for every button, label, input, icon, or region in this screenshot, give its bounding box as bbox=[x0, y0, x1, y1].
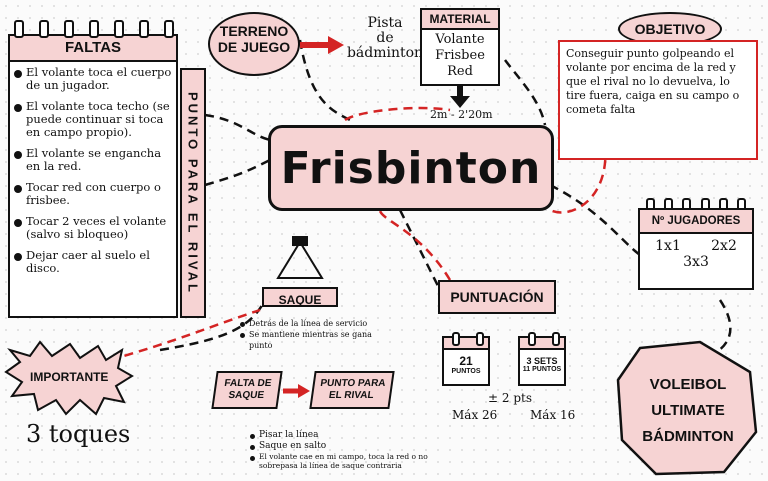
material-box: MATERIAL Volante Frisbee Red bbox=[420, 8, 500, 86]
bullet bbox=[14, 70, 22, 78]
puntuacion-title: PUNTUACIÓN bbox=[450, 289, 544, 305]
saque-item: Se mantiene mientras se gana punto bbox=[249, 330, 372, 350]
cal2-unit: 11 PUNTOS bbox=[522, 366, 562, 373]
falta-item: El volante toca techo (se puede continua… bbox=[26, 99, 170, 139]
terreno-oval: TERRENO DE JUEGO bbox=[208, 12, 300, 76]
bullet bbox=[250, 434, 255, 439]
falta-item: El volante se engancha en la red. bbox=[26, 146, 162, 173]
terreno-title: TERRENO bbox=[219, 23, 289, 39]
falta-item: El volante toca el cuerpo de un jugador. bbox=[26, 65, 172, 92]
saque-title: SAQUE bbox=[278, 293, 322, 307]
bullet bbox=[14, 185, 22, 193]
importante-value: 3 toques bbox=[26, 420, 131, 448]
saque-list: Detrás de la línea de servicio Se mantie… bbox=[240, 318, 390, 351]
falta-saque-item: Pisar la línea bbox=[259, 430, 319, 440]
terreno-value-line: Pista bbox=[367, 15, 403, 31]
bullet bbox=[240, 322, 245, 327]
bullet bbox=[14, 253, 22, 261]
falta-item: Tocar 2 veces el volante (salvo si bloqu… bbox=[26, 214, 167, 241]
puntuacion-max-2: Máx 16 bbox=[530, 408, 576, 422]
jugadores-rings bbox=[646, 198, 746, 214]
falta-item: Tocar red con cuerpo o frisbee. bbox=[26, 180, 161, 207]
punto-rival-text: PUNTO PARA EL RIVAL bbox=[185, 91, 201, 295]
terreno-value: Pista de bádminton bbox=[345, 16, 425, 61]
bullet bbox=[250, 445, 255, 450]
terreno-title: DE JUEGO bbox=[217, 39, 291, 55]
bullet bbox=[250, 456, 255, 461]
jugadores-box: Nº JUGADORES 1x1 2x2 3x3 bbox=[638, 208, 754, 290]
deportes-list: VOLEIBOL ULTIMATE BÁDMINTON bbox=[626, 372, 750, 450]
material-item: Red bbox=[447, 64, 473, 79]
material-title: MATERIAL bbox=[422, 10, 498, 30]
saque-sign: SAQUE bbox=[262, 287, 338, 307]
jugadores-option: 2x2 bbox=[711, 238, 737, 254]
saque-item: Detrás de la línea de servicio bbox=[249, 319, 368, 328]
jugadores-title: Nº JUGADORES bbox=[640, 210, 752, 234]
main-title-banner: Frisbinton bbox=[268, 125, 554, 211]
faltas-title: FALTAS bbox=[64, 39, 122, 56]
puntuacion-calendar-2: 3 SETS 11 PUNTOS bbox=[518, 332, 566, 386]
bullet bbox=[240, 333, 245, 338]
falta-item: Dejar caer al suelo el disco. bbox=[26, 248, 150, 275]
puntuacion-header: PUNTUACIÓN bbox=[438, 280, 556, 314]
faltas-list: El volante toca el cuerpo de un jugador.… bbox=[8, 60, 178, 318]
importante-title: IMPORTANTE bbox=[30, 370, 109, 384]
bullet bbox=[14, 104, 22, 112]
terreno-value-line: de bbox=[376, 30, 394, 46]
material-item: Volante bbox=[435, 32, 485, 47]
jugadores-option: 1x1 bbox=[655, 238, 681, 254]
objetivo-text: Conseguir punto golpeando el volante por… bbox=[566, 47, 740, 116]
deporte-item: VOLEIBOL bbox=[649, 376, 727, 393]
faltas-rings bbox=[14, 20, 174, 38]
cal2-value: 3 SETS bbox=[526, 356, 558, 366]
puntuacion-max-1: Máx 26 bbox=[452, 408, 498, 422]
deporte-item: ULTIMATE bbox=[651, 402, 725, 419]
bullet bbox=[14, 151, 22, 159]
material-item: Frisbee bbox=[435, 48, 485, 63]
puntuacion-diff: ± 2 pts bbox=[488, 391, 532, 405]
bullet bbox=[14, 219, 22, 227]
falta-saque-item: El volante cae en mi campo, toca la red … bbox=[259, 452, 428, 470]
terreno-value-line: bádminton bbox=[346, 45, 424, 61]
puntuacion-calendar-1: 21 PUNTOS bbox=[442, 332, 490, 386]
falta-saque-item: Saque en salto bbox=[259, 441, 327, 451]
main-title: Frisbinton bbox=[280, 142, 542, 194]
objetivo-title: OBJETIVO bbox=[634, 21, 706, 37]
punto-rival-banner: PUNTO PARA EL RIVAL bbox=[180, 68, 206, 318]
cal1-unit: PUNTOS bbox=[451, 368, 481, 375]
objetivo-box: Conseguir punto golpeando el volante por… bbox=[558, 40, 758, 160]
deporte-item: BÁDMINTON bbox=[642, 428, 734, 445]
cal1-value: 21 bbox=[459, 354, 473, 368]
jugadores-option: 3x3 bbox=[683, 254, 709, 270]
falta-saque-list: Pisar la línea Saque en salto El volante… bbox=[250, 430, 450, 470]
material-height: 2m - 2'20m bbox=[430, 108, 493, 121]
